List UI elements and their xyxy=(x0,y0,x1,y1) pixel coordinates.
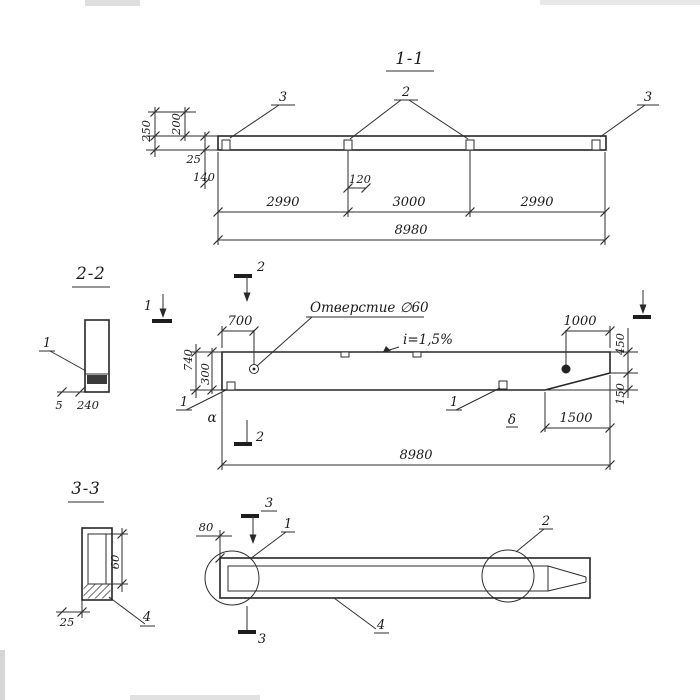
dim-140: 140 xyxy=(193,170,215,184)
view-1-1: 1-1 3 2 3 xyxy=(139,49,659,246)
dim-300: 300 xyxy=(198,363,212,385)
dim-450: 450 xyxy=(613,333,627,356)
dim-8980-elevation-group: 8980 xyxy=(216,375,616,471)
callout-1-section: 1 xyxy=(43,336,51,351)
section-3-3: 3-3 60 25 4 xyxy=(56,479,155,629)
callout-1-plan-group: 1 xyxy=(249,517,295,560)
callout-4-section-group: 4 xyxy=(108,596,155,627)
section-flag-3-top: 3 xyxy=(241,496,277,544)
beam-plan-outline xyxy=(219,557,591,599)
dim-1500: 1500 xyxy=(559,411,592,426)
section-flag-3-bottom: 3 xyxy=(238,606,266,647)
callout-1-left: 1 xyxy=(180,395,188,410)
dims-1-1-left: 250 200 25 140 xyxy=(139,106,218,189)
hole-right xyxy=(561,330,571,374)
section-flag-1-right xyxy=(633,290,651,319)
dim-120: 120 xyxy=(349,172,371,186)
dim-150: 150 xyxy=(613,383,627,405)
embed-mark-left xyxy=(340,351,350,358)
dim-700: 700 xyxy=(228,314,253,329)
dims-1-1-bottom: 2990 3000 2990 120 8980 xyxy=(212,151,611,246)
dim-25-bottom: 25 xyxy=(59,615,75,629)
dims-left-vertical: 740 300 xyxy=(181,344,222,398)
view-1-1-title: 1-1 xyxy=(395,49,425,68)
flag-2-bottom-label: 2 xyxy=(255,430,264,445)
callout-1-left-group: 1 α xyxy=(176,389,227,426)
dim-8980-top: 8980 xyxy=(394,223,427,238)
alpha-label: α xyxy=(207,410,216,426)
notch-alpha xyxy=(226,381,236,391)
embed-mark-right xyxy=(412,351,422,358)
dim-240: 240 xyxy=(76,398,99,412)
dims-right-vertical: 450 150 xyxy=(545,328,638,405)
callout-1-plan: 1 xyxy=(284,517,292,532)
callout-2: 2 xyxy=(401,85,410,100)
detail-circle-right xyxy=(481,549,535,603)
dim-1000: 1000 xyxy=(563,314,596,329)
section-flag-1-left: 1 xyxy=(144,294,172,323)
dim-200: 200 xyxy=(169,113,183,136)
dims-3-3: 60 25 xyxy=(56,528,128,629)
callout-3-left: 3 xyxy=(279,90,287,105)
flag-3-top-label: 3 xyxy=(265,496,273,511)
section-flag-2-top: 2 xyxy=(234,260,265,302)
elevation: 2 1 xyxy=(144,260,651,471)
hole-note: Отверстие ∅60 xyxy=(310,300,429,316)
flag-1-left-label: 1 xyxy=(144,299,152,314)
slope-note: i=1,5% xyxy=(403,332,453,348)
dim-5: 5 xyxy=(55,398,62,412)
section-2-2-plate xyxy=(87,375,107,384)
callout-4-plan: 4 xyxy=(376,618,385,633)
detail-circle-left xyxy=(204,550,260,606)
section-flag-2-bottom: 2 xyxy=(234,420,264,446)
dim-80-group: 80 xyxy=(196,520,232,564)
slope-note-group: i=1,5% xyxy=(382,332,453,353)
section-2-2: 2-2 1 5 240 xyxy=(39,264,110,412)
callout-2-plan-group: 2 xyxy=(515,514,553,553)
callout-4-section: 4 xyxy=(142,610,151,625)
dim-60: 60 xyxy=(108,555,122,570)
dim-80: 80 xyxy=(199,520,214,534)
view-2-2-title: 2-2 xyxy=(75,264,106,283)
beam-side-outline xyxy=(217,135,607,151)
hole-left xyxy=(249,330,259,374)
dim-2990-right: 2990 xyxy=(519,195,553,210)
notch-delta xyxy=(498,380,508,390)
dim-740: 740 xyxy=(181,349,195,371)
dim-1000-group: 1000 xyxy=(560,314,616,348)
section-3-3-bottom-wall xyxy=(83,584,111,599)
beam-plan-cavity xyxy=(227,565,549,592)
callout-1-right: 1 xyxy=(450,395,458,410)
callout-4-plan-group: 4 xyxy=(333,597,389,634)
dim-250: 250 xyxy=(139,120,153,143)
dim-25: 25 xyxy=(185,152,201,166)
callout-3-right: 3 xyxy=(644,90,652,105)
hole-note-group: Отверстие ∅60 xyxy=(256,300,429,367)
section-3-3-cavity xyxy=(87,533,107,585)
callouts-1-1: 3 2 3 xyxy=(229,85,659,140)
dim-2990-left: 2990 xyxy=(265,195,299,210)
view-3-3-title: 3-3 xyxy=(71,479,101,498)
dim-8980-elevation: 8980 xyxy=(399,448,432,463)
callout-1-right-group: 1 δ 1500 xyxy=(446,387,616,434)
delta-label: δ xyxy=(508,412,516,428)
callout-2-plan: 2 xyxy=(541,514,550,529)
beam-elevation-outline xyxy=(221,351,611,391)
flag-2-top-label: 2 xyxy=(256,260,265,275)
plan-view: 3 80 1 2 xyxy=(196,496,591,647)
dim-3000: 3000 xyxy=(392,195,425,210)
dim-700-group: 700 xyxy=(216,314,260,348)
flag-3-bottom-label: 3 xyxy=(258,632,266,647)
embedded-plates xyxy=(221,139,601,151)
